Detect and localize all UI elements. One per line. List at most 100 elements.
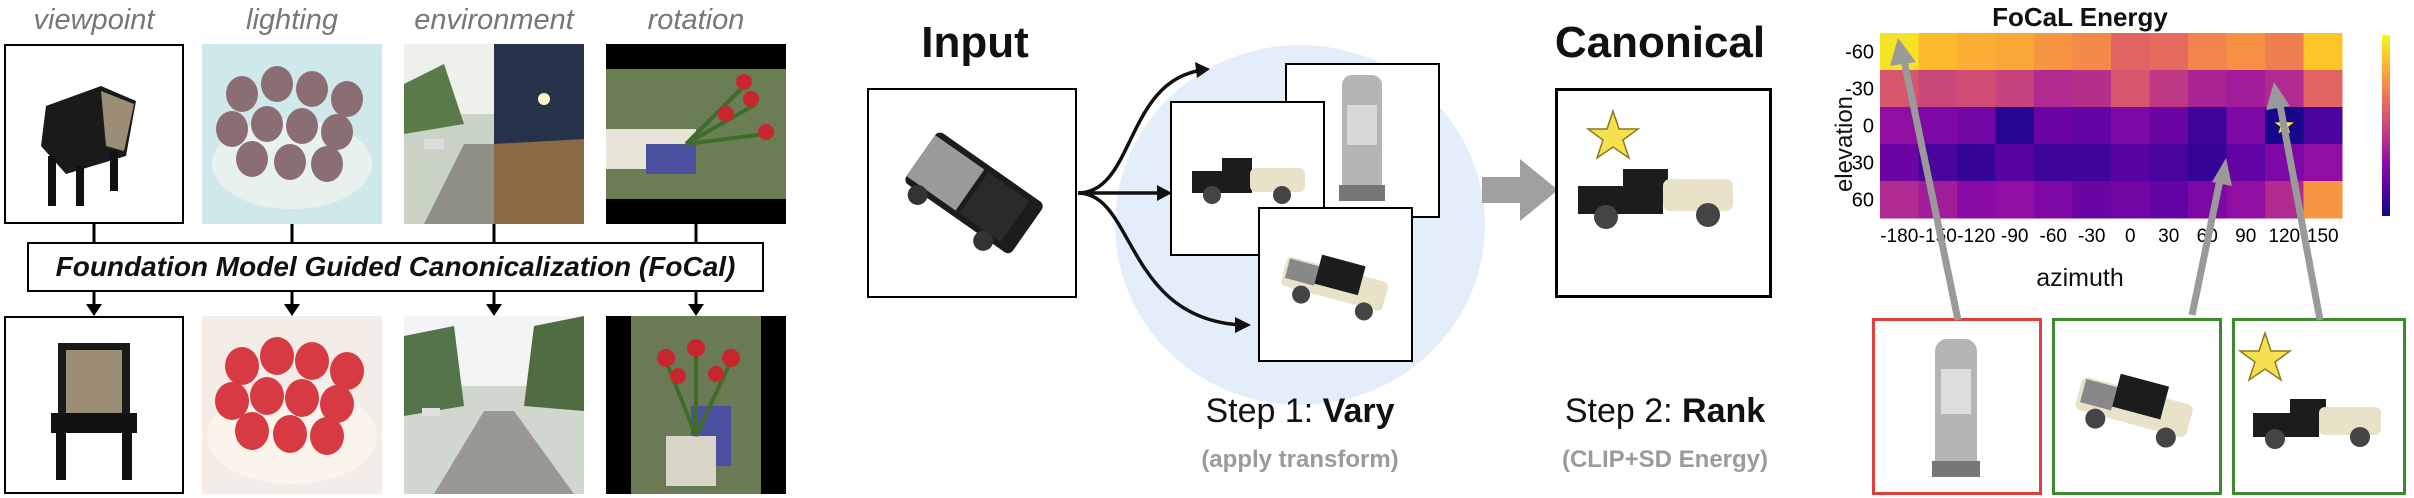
heatmap-cell bbox=[1880, 144, 1919, 182]
x-tick-label: 120 bbox=[2268, 226, 2300, 247]
heatmap-cell bbox=[2303, 144, 2343, 182]
y-tick-label: -30 bbox=[1845, 79, 1874, 101]
step1-sublabel: (apply transform) bbox=[1201, 446, 1399, 473]
heatmap-cell bbox=[1957, 70, 1996, 108]
y-tick-label: -60 bbox=[1845, 42, 1874, 64]
heatmap-cell bbox=[2149, 107, 2189, 145]
heatmap-cell bbox=[2303, 107, 2343, 145]
candidate-arrows bbox=[1890, 38, 2324, 321]
rotation-input-image bbox=[606, 44, 786, 224]
step2-sublabel: (CLIP+SD Energy) bbox=[1561, 446, 1769, 473]
heatmap-cell bbox=[2226, 33, 2266, 71]
heatmap-cell bbox=[2149, 181, 2189, 219]
heatmap-cell bbox=[1918, 70, 1958, 108]
heatmap-cell bbox=[2072, 70, 2112, 108]
star-icon bbox=[1585, 108, 1641, 160]
category-label-viewpoint: viewpoint bbox=[33, 4, 155, 36]
heatmap-cell bbox=[2034, 33, 2073, 71]
heatmap-cell bbox=[2072, 181, 2112, 219]
heatmap-cell bbox=[2072, 107, 2112, 145]
heatmap-cell bbox=[2303, 181, 2343, 219]
heatmap-cell bbox=[1995, 33, 2035, 71]
heatmap-cell bbox=[2034, 107, 2073, 145]
heatmap-cell bbox=[2034, 181, 2073, 219]
heatmap-xlabel: azimuth bbox=[2036, 264, 2124, 292]
heatmap-title: FoCaL Energy bbox=[1992, 2, 2168, 32]
heatmap-cell bbox=[1995, 70, 2035, 108]
heatmap-cell bbox=[2034, 70, 2073, 108]
focal-title-text: Foundation Model Guided Canonicalization… bbox=[55, 251, 736, 282]
star-icon bbox=[2237, 330, 2293, 382]
heatmap-cell bbox=[2111, 144, 2150, 182]
heatmap-cell bbox=[1957, 144, 1996, 182]
heatmap-colorbar bbox=[2382, 35, 2390, 216]
category-label-rotation: rotation bbox=[647, 4, 745, 36]
lighting-input-image bbox=[202, 44, 382, 224]
heatmap-cell bbox=[1995, 107, 2035, 145]
heatmap-cell bbox=[2303, 33, 2343, 71]
heatmap-cell bbox=[2226, 181, 2266, 219]
x-tick-label: 90 bbox=[2235, 226, 2256, 247]
heatmap-cell bbox=[1880, 181, 1919, 219]
heatmap-cell bbox=[2111, 70, 2150, 108]
x-tick-label: 150 bbox=[2307, 226, 2339, 247]
heatmap-cell bbox=[2303, 70, 2343, 108]
heatmap-cell bbox=[2111, 33, 2150, 71]
viewpoint-input-image bbox=[4, 44, 184, 224]
focal-title-box: Foundation Model Guided Canonicalization… bbox=[27, 242, 764, 292]
heatmap-cell bbox=[2226, 70, 2266, 108]
heatmap-cell bbox=[2226, 107, 2266, 145]
heatmap-cell bbox=[1957, 181, 1996, 219]
x-tick-label: -180 bbox=[1880, 226, 1918, 247]
x-tick-label: -60 bbox=[2040, 226, 2067, 247]
heatmap-cell bbox=[2265, 144, 2304, 182]
viewpoint-output-image bbox=[4, 316, 184, 494]
varied-image-bottom bbox=[1258, 207, 1413, 362]
heatmap-cell bbox=[2188, 107, 2227, 145]
heatmap-cell bbox=[1957, 107, 1996, 145]
heatmap-cell bbox=[1918, 107, 1958, 145]
heatmap-cell bbox=[2149, 33, 2189, 71]
y-tick-label: 30 bbox=[1852, 153, 1874, 175]
heatmap-cell bbox=[1995, 144, 2035, 182]
branch-arrows bbox=[1077, 62, 1251, 333]
rank-arrow bbox=[1482, 159, 1558, 221]
heatmap-cell bbox=[2265, 33, 2304, 71]
canonical-image-frame bbox=[1555, 88, 1772, 298]
candidate-frame-green-1 bbox=[2052, 318, 2222, 495]
heatmap-cell bbox=[2188, 33, 2227, 71]
input-label: Input bbox=[921, 18, 1029, 67]
x-tick-label: 30 bbox=[2158, 226, 2179, 247]
heatmap-cell bbox=[2111, 107, 2150, 145]
lighting-output-image bbox=[202, 316, 382, 494]
environment-input-image bbox=[404, 44, 584, 224]
x-tick-label: -30 bbox=[2078, 226, 2105, 247]
rotation-output-image bbox=[606, 316, 786, 494]
x-tick-label: 0 bbox=[2125, 226, 2136, 247]
canonical-label: Canonical bbox=[1554, 18, 1766, 67]
x-tick-label: -120 bbox=[1957, 226, 1995, 247]
heatmap-cell bbox=[2188, 70, 2227, 108]
connector-arrows bbox=[86, 224, 704, 316]
heatmap-cell bbox=[1918, 33, 1958, 71]
step2-label: Step 2: Rank bbox=[1564, 392, 1766, 430]
heatmap-cell bbox=[2072, 33, 2112, 71]
category-label-environment: environment bbox=[414, 4, 574, 36]
candidate-frame-red bbox=[1872, 318, 2042, 495]
heatmap-cell bbox=[2072, 144, 2112, 182]
heatmap-cell bbox=[2226, 144, 2266, 182]
heatmap-cell bbox=[2149, 144, 2189, 182]
candidate-frame-green-2 bbox=[2232, 318, 2406, 495]
x-tick-label: -90 bbox=[2001, 226, 2028, 247]
environment-output-image bbox=[404, 316, 584, 494]
step1-label: Step 1: Vary bbox=[1205, 392, 1395, 430]
category-label-lighting: lighting bbox=[246, 4, 338, 36]
y-tick-label: 60 bbox=[1852, 190, 1874, 212]
y-tick-label: 0 bbox=[1863, 116, 1874, 138]
heatmap-cell bbox=[2149, 70, 2189, 108]
heatmap-cell bbox=[1957, 33, 1996, 71]
heatmap-cell bbox=[2111, 181, 2150, 219]
input-image-frame bbox=[867, 88, 1077, 298]
heatmap-cell bbox=[1995, 181, 2035, 219]
heatmap-cell bbox=[2034, 144, 2073, 182]
